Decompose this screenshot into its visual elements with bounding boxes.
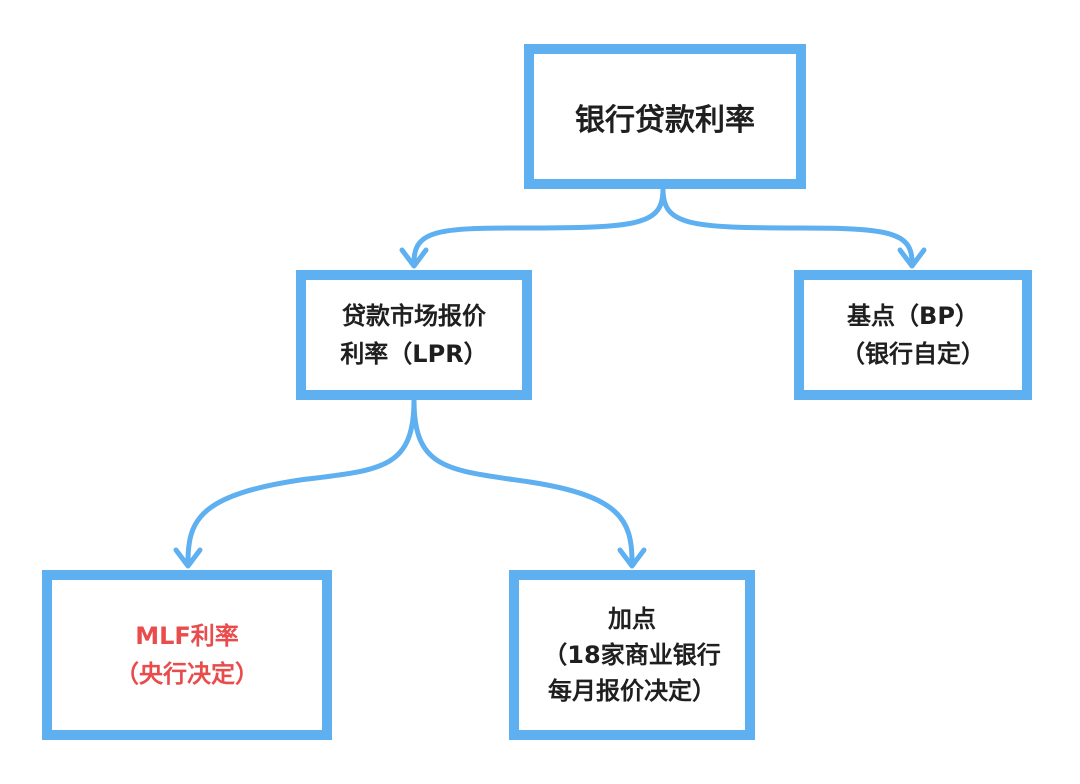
node-mlf-rate-line1: MLF利率 [135,622,239,650]
node-spread-line2: （18家商业银行 [543,641,721,669]
connector-root-to-lpr [411,188,666,263]
node-bank-loan-rate: 银行贷款利率 [524,44,806,189]
node-spread: 加点 （18家商业银行 每月报价决定） [509,570,755,740]
node-lpr-line2: 利率（LPR） [340,340,488,368]
connector-root-to-bp [660,188,915,263]
node-lpr: 贷款市场报价 利率（LPR） [296,270,532,400]
arrowhead-bp [897,247,927,269]
node-mlf-rate: MLF利率 （央行决定） [42,570,332,740]
arrowhead-spread [617,547,647,569]
connector-lpr-to-mlf [185,399,417,563]
node-mlf-rate-line2: （央行决定） [115,660,259,688]
node-basis-points-line2: （银行自定） [841,340,985,368]
connector-lpr-to-spread [411,399,635,563]
arrowhead-lpr [399,247,429,269]
node-spread-line3: 每月报价决定） [548,677,716,705]
node-basis-points: 基点（BP） （银行自定） [794,270,1032,400]
arrowhead-mlf [173,547,203,569]
node-basis-points-line1: 基点（BP） [847,302,979,330]
node-spread-line1: 加点 [608,605,656,633]
node-lpr-line1: 贷款市场报价 [342,302,486,330]
node-bank-loan-rate-label: 银行贷款利率 [575,102,755,138]
